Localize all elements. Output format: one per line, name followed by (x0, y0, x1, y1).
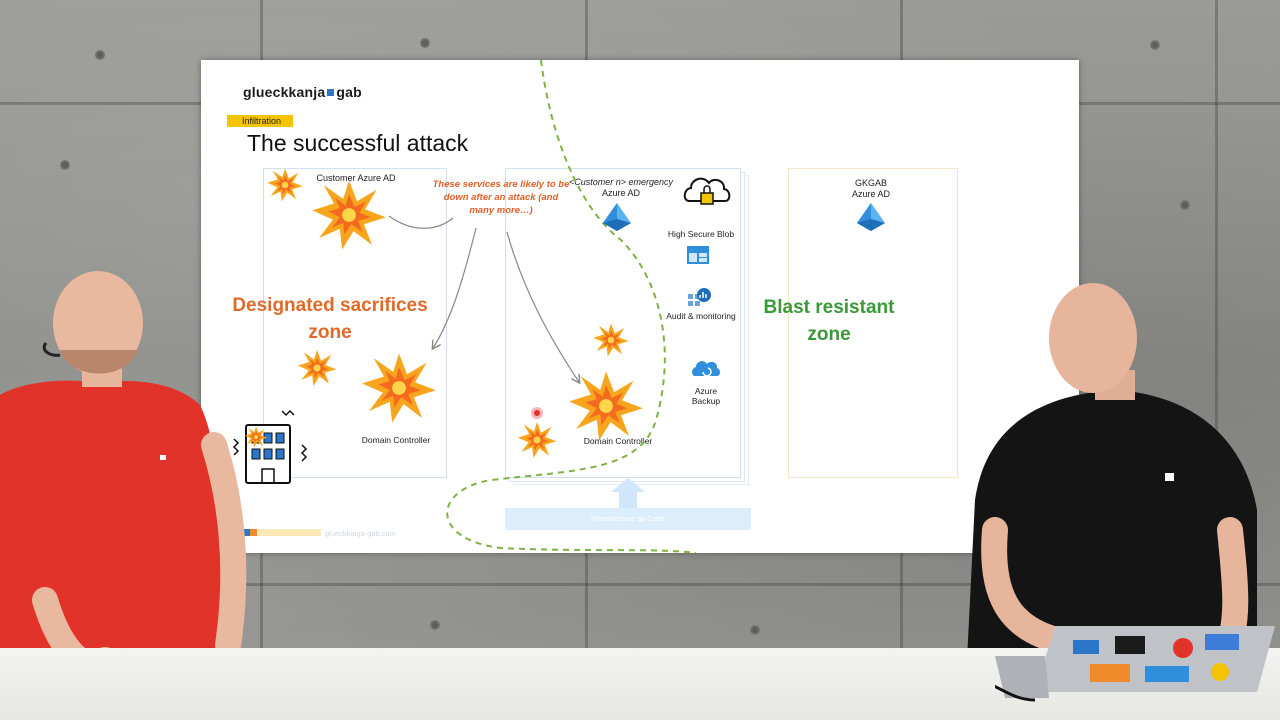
presenter-left (0, 271, 247, 695)
explosion-icon (312, 180, 386, 250)
azure-backup-line1: Azure (694, 386, 718, 396)
blast-resistant-zone-label: Blast resistant zone (754, 294, 904, 348)
slide-drawings (232, 60, 885, 553)
gkgab-azure-ad-label: GKGAB Azure AD (831, 178, 911, 200)
sticker-icon (1211, 663, 1229, 681)
audit-monitoring-label: Audit & monitoring (666, 311, 736, 321)
explosion-icon (569, 371, 643, 441)
emergency-azure-ad-label: <Customer n> emergency Azure AD (563, 177, 679, 199)
sticker-icon (1205, 634, 1239, 650)
storage-blob-icon (687, 246, 709, 264)
footer-url: glueckkanja-gab.com (325, 529, 396, 538)
brand-logo: glueckkanja gab (243, 84, 362, 100)
wall-hole (750, 625, 760, 635)
azure-backup-line2: Backup (691, 396, 721, 406)
logo-square-icon (327, 89, 335, 97)
slide-title: The successful attack (247, 130, 469, 156)
attack-note: These services are likely to be down aft… (432, 179, 570, 216)
infrastructure-bar-label: Infrastructure as Code (590, 514, 666, 523)
wall-seam (0, 583, 1280, 586)
cloud-lock-icon (683, 177, 731, 205)
wall-hole (1180, 200, 1190, 210)
explosion-icon (517, 422, 557, 458)
explosion-icon (297, 350, 337, 386)
sticker-icon (1073, 640, 1099, 654)
footer-color-bar (241, 529, 321, 536)
emergency-line2: Azure AD (601, 188, 641, 198)
sticker-icon (1090, 664, 1130, 682)
wall-hole (420, 38, 430, 48)
monitoring-icon (688, 288, 711, 306)
emergency-line1: <Customer n> emergency (568, 177, 674, 187)
laptop (995, 626, 1275, 702)
logo-text-2: gab (336, 84, 362, 100)
gkgab-line1: GKGAB (854, 178, 887, 188)
wall-seam (1215, 0, 1218, 720)
wall-hole (95, 50, 105, 60)
gkgab-line2: Azure AD (851, 189, 891, 199)
wall-hole (430, 620, 440, 630)
sacrifice-zone-line1: Designated sacrifices (232, 295, 428, 316)
projected-slide: glueckkanja gab Infiltration The successf… (201, 60, 1079, 553)
section-tag: Infiltration (227, 115, 293, 127)
explosion-icon (362, 353, 436, 423)
wall-hole (60, 160, 70, 170)
azure-backup-label: Azure Backup (676, 386, 736, 406)
logo-text-1: glueckkanja (243, 84, 326, 100)
domain-controller-label-2: Domain Controller (583, 436, 653, 446)
sticker-icon (1115, 636, 1145, 654)
azure-ad-icon (857, 203, 885, 231)
domain-controller-label-1: Domain Controller (361, 435, 431, 445)
high-secure-blob-label: High Secure Blob (667, 229, 735, 239)
infrastructure-bar: Infrastructure as Code (505, 508, 751, 530)
sacrifice-zone-label: Designated sacrifices zone (225, 292, 435, 346)
presenter-right (965, 283, 1257, 700)
explosion-icon (267, 168, 303, 202)
blast-zone-line1: Blast resistant (763, 297, 895, 318)
sacrifice-zone-line2: zone (308, 322, 352, 343)
customer-azure-ad-label: Customer Azure AD (316, 173, 396, 183)
section-tag-label: Infiltration (242, 116, 282, 126)
sticker-icon (1173, 638, 1193, 658)
explosion-icon (593, 323, 629, 357)
sticker-icon (1145, 666, 1189, 682)
wall-hole (1150, 40, 1160, 50)
azure-ad-icon (603, 203, 631, 231)
azure-backup-icon (692, 361, 720, 377)
blast-zone-line2: zone (807, 324, 851, 345)
